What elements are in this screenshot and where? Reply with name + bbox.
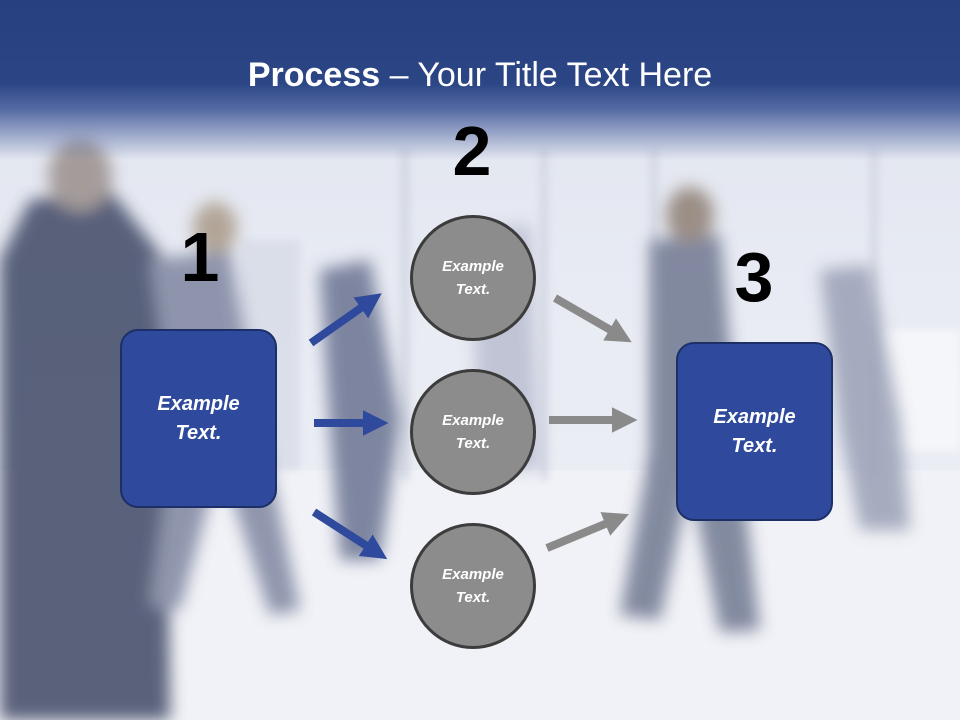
circle-middle-line2: Text. (455, 435, 491, 452)
title-rest-part: – Your Title Text Here (380, 56, 713, 94)
circle-top-line2: Text. (455, 281, 491, 298)
right-box-line2: Text. (731, 434, 778, 457)
circle-middle-line1: Example (442, 412, 504, 429)
step-number-3: 3 (734, 238, 774, 316)
left-box-line2: Text. (175, 421, 222, 444)
arrow-top-to-right (553, 294, 632, 343)
circle-bottom-line1: Example (442, 566, 504, 583)
circle-bottom-line2: Text. (455, 589, 491, 606)
title-bold-part: Process (247, 56, 381, 94)
circle-top-line1: Example (442, 258, 504, 275)
step-number-1: 1 (180, 218, 220, 296)
arrow-left-to-top (308, 293, 382, 347)
title-bar (0, 0, 960, 160)
slide-title: Process – Your Title Text Here (0, 52, 960, 98)
arrow-left-to-bottom (311, 508, 388, 560)
arrow-bottom-to-right (545, 512, 629, 552)
left-box-line1: Example (157, 392, 240, 415)
step-number-2: 2 (452, 112, 492, 190)
right-box-line1: Example (713, 405, 796, 428)
